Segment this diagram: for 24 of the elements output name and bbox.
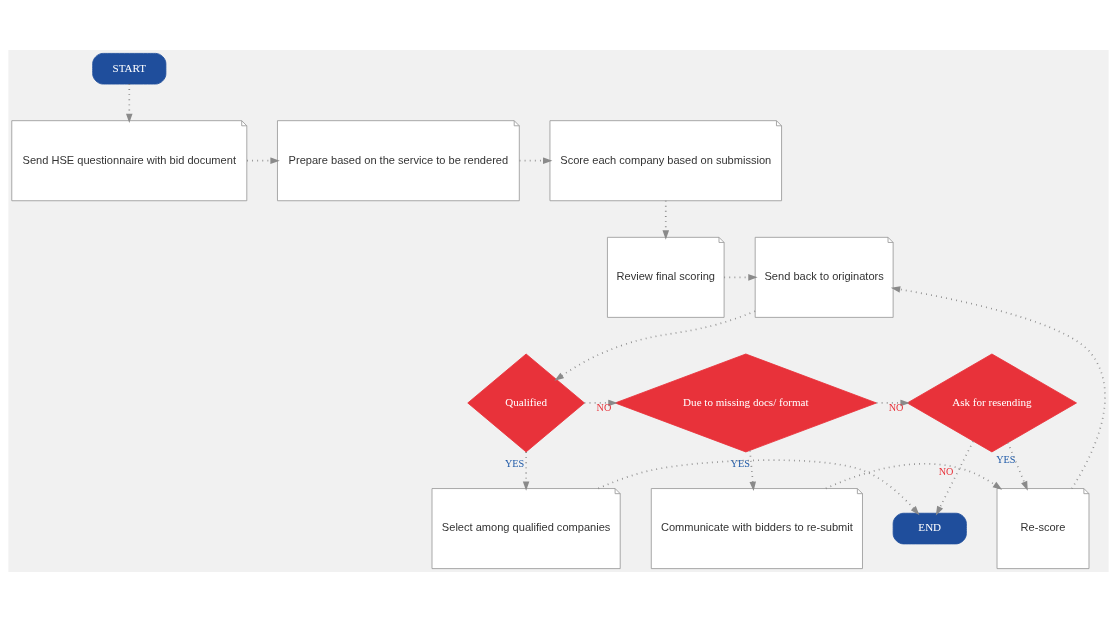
- node-diamond: Ask for resending: [906, 353, 1077, 452]
- arrow: [890, 285, 1106, 489]
- arrow: [126, 82, 133, 123]
- node-box: END: [892, 512, 967, 544]
- arrow: [522, 450, 530, 491]
- arrow: [935, 439, 974, 515]
- edge-label: YES: [730, 457, 750, 469]
- arrow: [246, 156, 280, 164]
- edge-label: YES: [996, 453, 1016, 465]
- node-diamond: Qualified: [467, 353, 585, 452]
- arrow: [583, 399, 618, 406]
- node-box: START: [92, 52, 167, 84]
- node-diamond: Due to missing docs/ format: [614, 353, 877, 452]
- arrow: [723, 273, 758, 281]
- arrow: [825, 462, 1003, 490]
- edge-label: NO: [596, 401, 612, 413]
- arrow: [662, 199, 670, 240]
- edge-label: YES: [504, 457, 525, 469]
- edge-label: NO: [888, 401, 904, 413]
- edge-label: NO: [938, 464, 954, 476]
- arrow: [1007, 441, 1028, 491]
- arrow: [597, 458, 920, 515]
- arrow: [749, 449, 757, 491]
- arrow: [554, 309, 756, 381]
